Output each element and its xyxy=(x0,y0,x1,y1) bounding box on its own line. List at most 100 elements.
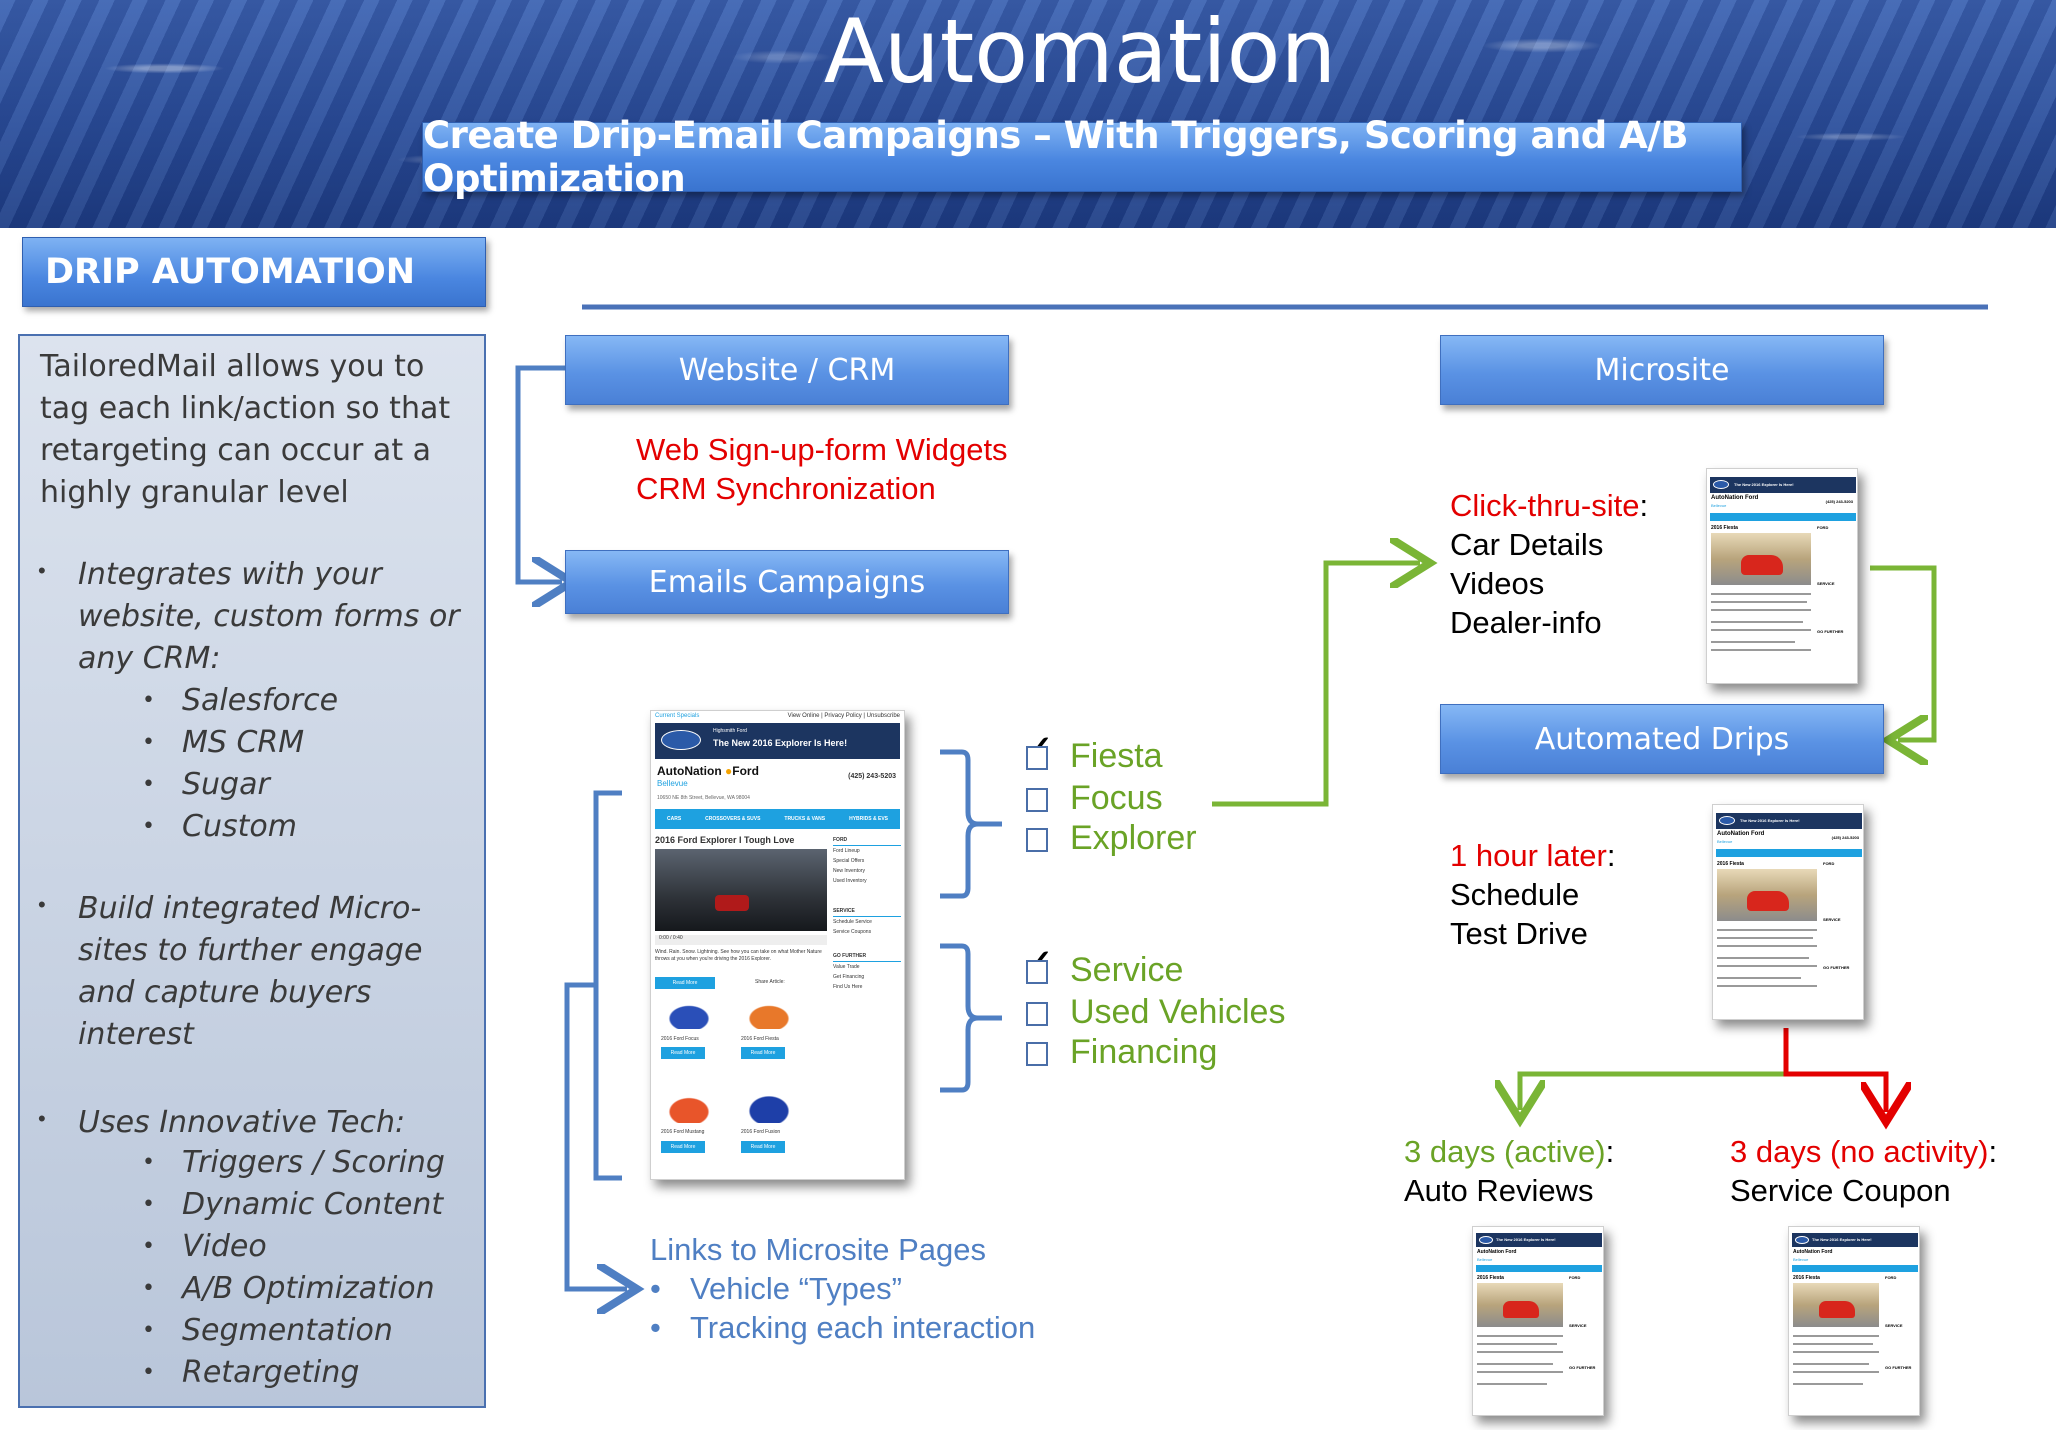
automated-drips-box: Automated Drips xyxy=(1440,704,1884,774)
crm-item-label: MS CRM xyxy=(182,725,305,760)
active-block: 3 days (active): Auto Reviews xyxy=(1404,1132,1614,1210)
email-banner-title: The New 2016 Explorer Is Here! xyxy=(1740,818,1800,823)
nav-item[interactable]: CARS xyxy=(666,816,682,822)
bullet-tech: Uses Innovative Tech: xyxy=(78,1102,405,1144)
car-image-fiesta xyxy=(745,1003,793,1029)
email-preview-1hour: The New 2016 Explorer Is Here! AutoNatio… xyxy=(1712,804,1864,1020)
sidebar-heading: FORD xyxy=(833,835,901,846)
current-specials-link[interactable]: Current Specials xyxy=(655,713,700,719)
hour-later-item: Test Drive xyxy=(1450,916,1588,951)
car-label: 2016 Ford Focus xyxy=(661,1036,699,1042)
email-sidebar: FORD Ford Lineup Special Offers New Inve… xyxy=(833,835,901,992)
nav-item[interactable]: CROSSOVERS & SUVS xyxy=(705,816,761,822)
dealer-city: Bellevue xyxy=(1711,503,1727,508)
tech-item-label: Segmentation xyxy=(182,1313,393,1348)
sidebar-link[interactable]: Find Us Here xyxy=(833,984,863,990)
bullet-line: and capture buyers xyxy=(78,975,372,1010)
hour-later-block: 1 hour later: Schedule Test Drive xyxy=(1450,836,1615,953)
car-image-fusion xyxy=(745,1093,793,1123)
read-more-button[interactable]: Read More xyxy=(741,1047,785,1059)
read-more-button[interactable]: Read More xyxy=(661,1141,705,1153)
links-item: •Tracking each interaction xyxy=(650,1310,1036,1345)
feature-title: 2016 Fiesta xyxy=(1717,861,1744,867)
brand-ford: Ford xyxy=(1751,831,1765,837)
links-item-label: Tracking each interaction xyxy=(690,1310,1036,1345)
header-banner: Automation Create Drip-Email Campaigns –… xyxy=(0,0,2056,228)
car-image-mustang xyxy=(665,1095,713,1123)
crm-item: •Custom xyxy=(142,809,297,844)
dealer-phone: (425) 243-5203 xyxy=(848,773,896,780)
email-preview-auto-reviews: The New 2016 Explorer Is Here! AutoNatio… xyxy=(1472,1226,1604,1416)
ford-logo-icon xyxy=(661,730,701,750)
brand-name: AutoNation xyxy=(1793,1249,1820,1255)
sidebar-heading: FORD xyxy=(1823,861,1835,866)
left-info-panel: TailoredMail allows you to tag each link… xyxy=(18,334,486,1408)
tech-item: •Dynamic Content xyxy=(142,1187,444,1222)
checkbox-explorer[interactable] xyxy=(1026,828,1048,852)
dealer-row: AutoNation ●Ford Bellevue (425) 243-5203 xyxy=(657,764,896,788)
sidebar-heading: SERVICE xyxy=(1823,917,1841,922)
sidebar-link[interactable]: Get Financing xyxy=(833,974,865,980)
crm-item: •Sugar xyxy=(142,767,270,802)
email-body: 2016 Ford Explorer I Tough Love 0:00 / 0… xyxy=(651,831,904,1171)
video-time: 0:00 / 0:40 xyxy=(659,935,683,941)
sidebar-heading: SERVICE xyxy=(1817,581,1835,586)
read-more-button[interactable]: Read More xyxy=(741,1141,785,1153)
to-microsite-arrow xyxy=(1212,563,1420,807)
car-label: 2016 Ford Fusion xyxy=(741,1129,781,1135)
sidebar-link[interactable]: Schedule Service xyxy=(833,919,872,925)
brand-ford: Ford xyxy=(1745,495,1759,501)
brand-name: AutoNation xyxy=(1477,1249,1504,1255)
brand-name: AutoNation xyxy=(1711,495,1744,501)
bullet-dot: • xyxy=(38,558,46,583)
crm-item-label: Salesforce xyxy=(182,683,339,718)
video-thumbnail[interactable] xyxy=(655,849,827,931)
sidebar-link[interactable]: Value Trade xyxy=(833,964,860,970)
dealer-city: Bellevue xyxy=(1477,1257,1493,1262)
ford-logo-icon xyxy=(1719,816,1735,825)
drip-automation-heading: DRIP AUTOMATION xyxy=(22,237,486,307)
vehicle-checklist: ✓ Fiesta Focus Explorer xyxy=(1018,729,1218,866)
tech-item-label: Triggers / Scoring xyxy=(182,1145,445,1180)
dealer-phone: (425) 243-5203 xyxy=(1831,835,1859,840)
click-thru-item: Dealer-info xyxy=(1450,605,1602,640)
vehicle-label: Explorer xyxy=(1070,819,1197,857)
dealer-phone: (425) 243-5203 xyxy=(1825,499,1853,504)
car-photo xyxy=(1711,533,1811,585)
bullet-line: Uses Innovative Tech: xyxy=(78,1105,406,1140)
bullet-microsites: Build integrated Micro- sites to further… xyxy=(78,888,422,1056)
read-more-button[interactable]: Read More xyxy=(655,977,715,989)
sidebar-link[interactable]: Special Offers xyxy=(833,858,865,864)
checkbox-used-vehicles[interactable] xyxy=(1026,1002,1048,1026)
email-preview-main: Current Specials View Online | Privacy P… xyxy=(650,710,905,1180)
ford-logo-icon xyxy=(1479,1236,1493,1244)
checkbox-service[interactable] xyxy=(1026,960,1048,984)
brand-ford: Ford xyxy=(1505,1249,1517,1255)
website-crm-box: Website / CRM xyxy=(565,335,1009,405)
checkbox-focus[interactable] xyxy=(1026,788,1048,812)
bullet-line: sites to further engage xyxy=(78,933,423,968)
checkbox-fiesta[interactable] xyxy=(1026,746,1048,770)
email-nav xyxy=(1792,1265,1918,1272)
video-controls[interactable]: 0:00 / 0:40 xyxy=(655,935,827,945)
brand-ford: Ford xyxy=(732,764,759,778)
no-activity-branch-arrow xyxy=(1783,1028,1886,1112)
intro-text: TailoredMail allows you to tag each link… xyxy=(40,346,450,514)
click-thru-block: Click-thru-site: Car Details Videos Deal… xyxy=(1450,486,1648,642)
bullet-dot: • xyxy=(38,1106,46,1131)
nav-item[interactable]: TRUCKS & VANS xyxy=(784,816,826,822)
tech-item-label: Video xyxy=(182,1229,267,1264)
brand-ford: Ford xyxy=(1821,1249,1833,1255)
checkbox-financing[interactable] xyxy=(1026,1042,1048,1066)
sidebar-link[interactable]: Ford Lineup xyxy=(833,848,860,854)
feature-title: 2016 Ford Explorer I Tough Love xyxy=(655,835,795,845)
feature-blurb: Wind. Rain. Snow. Lightning. See how you… xyxy=(655,949,822,962)
email-utility-links[interactable]: View Online | Privacy Policy | Unsubscri… xyxy=(787,713,900,719)
sidebar-link[interactable]: Service Coupons xyxy=(833,929,872,935)
email-header: The New 2016 Explorer Is Here! xyxy=(1792,1233,1918,1247)
sidebar-link[interactable]: Used Inventory xyxy=(833,878,867,884)
nav-item[interactable]: HYBRIDS & EVS xyxy=(849,816,889,822)
links-item-label: Vehicle “Types” xyxy=(690,1271,902,1306)
sidebar-link[interactable]: New Inventory xyxy=(833,868,865,874)
read-more-button[interactable]: Read More xyxy=(661,1047,705,1059)
